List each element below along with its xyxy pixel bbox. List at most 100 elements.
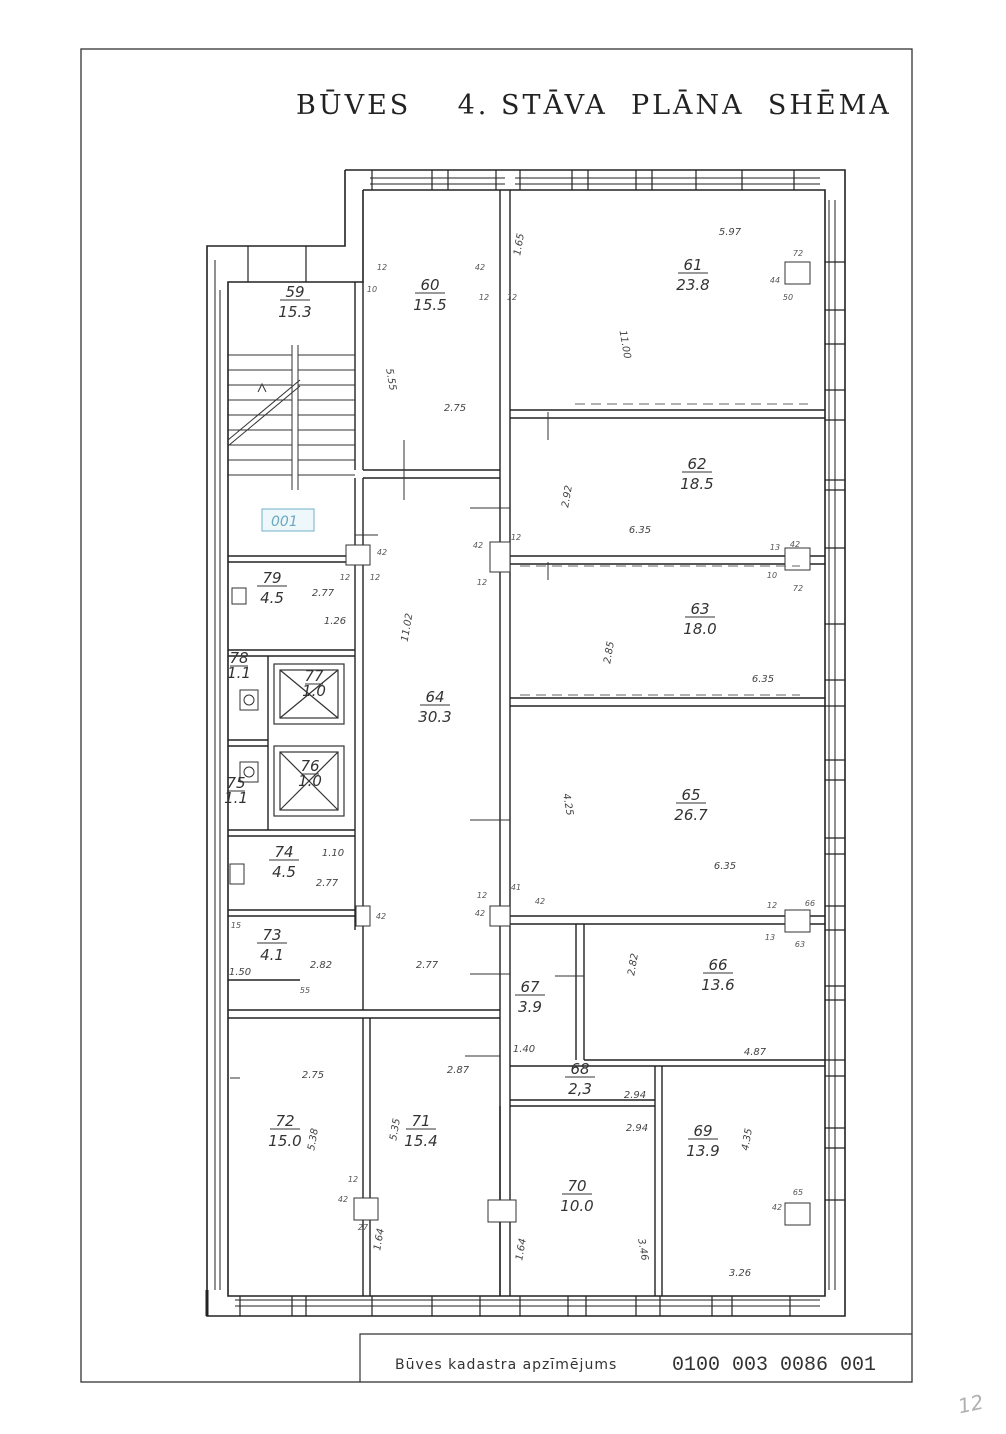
room-label: 751.1: [224, 774, 248, 807]
small-dimension-label: 63: [795, 940, 805, 949]
small-dimension-label: 12: [348, 1175, 358, 1184]
badge-box: [261, 508, 315, 532]
room-label: 682,3: [565, 1060, 595, 1098]
small-dimension-label: 10: [367, 285, 377, 294]
small-dimension-label: 12: [767, 901, 777, 910]
room-area: 4.5: [272, 863, 296, 881]
fixtures: [229, 587, 259, 885]
room-area: 1.0: [298, 772, 322, 790]
room-number: 64: [425, 688, 444, 706]
room-area: 23.8: [676, 276, 709, 294]
dimension-label: 2.82: [626, 953, 641, 977]
small-dimension-label: 42: [475, 909, 485, 918]
room-number: 76: [300, 757, 319, 775]
room-area: 30.3: [418, 708, 451, 726]
room-label: 62 18.5: [680, 455, 713, 493]
dimension-label: 1.26: [324, 616, 346, 627]
dimension-label: 1.50: [229, 967, 251, 978]
room-number: 75: [226, 774, 245, 792]
dimension-label: 2.75: [444, 403, 466, 414]
dimension-label: 5.55: [383, 368, 398, 392]
dimension-label: 2.94: [624, 1090, 646, 1101]
dimension-label: 3.26: [729, 1268, 751, 1279]
dimension-label: 2.77: [312, 588, 335, 599]
room-number: 59: [285, 283, 304, 301]
small-dimension-label: 42: [790, 540, 800, 549]
small-dimension-label: 15: [231, 921, 241, 930]
room-area: 3.9: [518, 998, 542, 1016]
dimension-label: 1.64: [514, 1238, 529, 1262]
dimension-label: 2.82: [310, 960, 332, 971]
small-dimension-label: 12: [479, 293, 489, 302]
badge-label: 001: [271, 514, 298, 530]
small-dimension-label: 55: [300, 986, 310, 995]
elevator-shafts: [273, 663, 345, 817]
dimension-label: 5.38: [306, 1128, 321, 1152]
room-area: 1.1: [224, 789, 248, 807]
room-number: 67: [520, 978, 540, 996]
room-number: 60: [420, 276, 439, 294]
small-dimension-label: 42: [376, 912, 386, 921]
dimension-label: 2.75: [302, 1070, 324, 1081]
staircase: [227, 345, 355, 490]
cadastral-code: 0100 003 0086 001: [672, 1354, 876, 1377]
dimension-label: 1.10: [322, 848, 344, 859]
dimension-label: 2.92: [560, 485, 575, 509]
dimension-labels: 5.9711.002.755.552.926.352.856.3511.024.…: [229, 227, 774, 1279]
small-dimension-label: 44: [770, 276, 780, 285]
room-area: 18.5: [680, 475, 713, 493]
room-area: 15.3: [278, 303, 311, 321]
small-dimension-label: 10: [767, 571, 777, 580]
dimension-label: 11.02: [400, 613, 416, 643]
small-dimension-label: 42: [535, 897, 545, 906]
room-label: 761.0: [298, 757, 322, 790]
room-number: 68: [570, 1060, 589, 1078]
small-dimension-label: 42: [475, 263, 485, 272]
room-number: 66: [708, 956, 727, 974]
dimension-label: 2.87: [447, 1065, 470, 1076]
room-label: 781.1: [227, 649, 251, 682]
footer-box: [359, 1333, 912, 1382]
small-dimension-label: 42: [377, 548, 387, 557]
small-dimension-label: 12: [340, 573, 350, 582]
outer-walls: [205, 169, 846, 1317]
dimension-label: 4.25: [560, 793, 575, 817]
small-dimension-label: 12: [370, 573, 380, 582]
dimension-label: 1.64: [372, 1228, 387, 1252]
room-number: 72: [275, 1112, 294, 1130]
room-label: 794.5: [257, 569, 287, 607]
dimension-label: 4.87: [744, 1047, 767, 1058]
room-number: 63: [690, 600, 709, 618]
dashed-lines: [520, 403, 808, 696]
room-number: 62: [687, 455, 706, 473]
room-number: 74: [274, 843, 293, 861]
dimension-label: 2.85: [602, 641, 617, 665]
room-number: 77: [304, 667, 324, 685]
small-dimension-label: 65: [793, 1188, 803, 1197]
dimension-label: 4.35: [740, 1128, 755, 1152]
small-dimension-label: 50: [783, 293, 793, 302]
room-label: 771.0: [302, 667, 326, 700]
room-labels: 5915.36015.56123.86218.56318.06430.36526…: [224, 256, 735, 1215]
room-number: 61: [683, 256, 702, 274]
small-dimension-label: 12: [477, 578, 487, 587]
room-area: 13.9: [686, 1142, 719, 1160]
room-number: 79: [262, 569, 281, 587]
small-dimension-label: 66: [805, 899, 815, 908]
dimension-label: 11.00: [617, 330, 633, 360]
room-area: 13.6: [701, 976, 734, 994]
room-area: 2,3: [568, 1080, 592, 1098]
room-label: 59 15.3: [278, 283, 311, 321]
room-area: 1.1: [227, 664, 251, 682]
small-dimension-label: 12: [507, 293, 517, 302]
small-dimension-label: 72: [793, 249, 803, 258]
room-label: 61 23.8: [676, 256, 709, 294]
room-area: 15.0: [268, 1132, 301, 1150]
room-number: 73: [262, 926, 281, 944]
room-area: 15.4: [404, 1132, 437, 1150]
